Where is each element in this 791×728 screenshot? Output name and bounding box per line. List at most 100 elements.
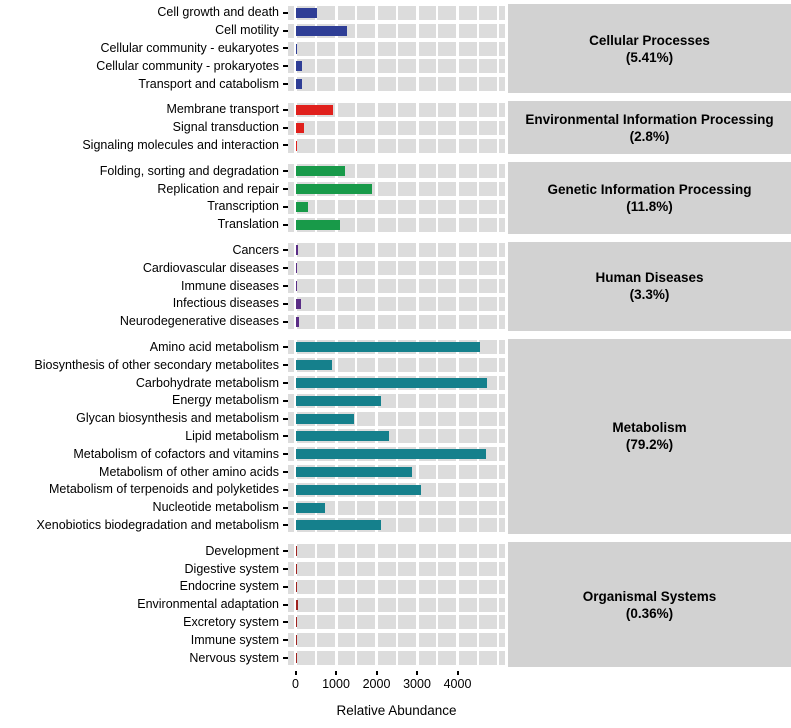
category-row: Signaling molecules and interaction bbox=[0, 137, 288, 155]
grid-line bbox=[355, 162, 358, 234]
grid-line bbox=[375, 542, 378, 667]
category-label: Excretory system bbox=[183, 614, 279, 629]
strip-percent: (11.8%) bbox=[626, 198, 673, 214]
bar bbox=[295, 581, 298, 592]
category-label: Metabolism of other amino acids bbox=[99, 464, 279, 479]
grid-line bbox=[395, 241, 398, 331]
y-axis-tick bbox=[283, 144, 288, 147]
bar bbox=[295, 79, 302, 90]
facet-strip: Organismal Systems(0.36%) bbox=[508, 542, 791, 667]
y-axis-tick bbox=[283, 126, 288, 129]
grid-line bbox=[456, 241, 459, 331]
grid-line bbox=[456, 542, 459, 667]
y-axis-tick bbox=[283, 83, 288, 86]
plot-panel bbox=[288, 4, 505, 93]
bar bbox=[295, 467, 413, 478]
category-row: Nervous system bbox=[0, 649, 288, 667]
grid-line bbox=[436, 4, 439, 93]
category-label: Replication and repair bbox=[157, 181, 279, 196]
category-label: Cellular community - eukaryotes bbox=[100, 40, 279, 55]
category-label: Cellular community - prokaryotes bbox=[96, 58, 279, 73]
grid-line bbox=[456, 4, 459, 93]
category-label: Cardiovascular diseases bbox=[142, 260, 279, 275]
category-row: Folding, sorting and degradation bbox=[0, 162, 288, 180]
y-axis-tick bbox=[283, 568, 288, 571]
grid-line bbox=[476, 101, 479, 155]
bar bbox=[295, 564, 297, 575]
category-label: Carbohydrate metabolism bbox=[135, 375, 279, 390]
category-label: Biosynthesis of other secondary metaboli… bbox=[34, 357, 279, 372]
x-axis-tick-label: 2000 bbox=[362, 677, 391, 691]
y-axis-tick bbox=[283, 621, 288, 624]
category-label: Immune system bbox=[190, 632, 279, 647]
y-axis-tick bbox=[283, 585, 288, 588]
category-label: Energy metabolism bbox=[172, 393, 279, 408]
bar bbox=[295, 316, 299, 327]
facet-strip: Cellular Processes(5.41%) bbox=[508, 4, 791, 93]
strip-title: Organismal Systems bbox=[582, 588, 717, 604]
plot-panel bbox=[288, 338, 505, 535]
y-axis-tick bbox=[283, 11, 288, 14]
category-label: Infectious diseases bbox=[172, 296, 279, 311]
category-label: Glycan biosynthesis and metabolism bbox=[76, 411, 279, 426]
category-label: Cancers bbox=[232, 242, 279, 257]
category-label: Amino acid metabolism bbox=[149, 339, 279, 354]
x-axis-tick-label: 4000 bbox=[443, 677, 472, 691]
bar bbox=[295, 431, 389, 442]
y-axis-tick bbox=[283, 435, 288, 438]
grid-line bbox=[456, 162, 459, 234]
grid-line bbox=[395, 542, 398, 667]
category-label: Environmental adaptation bbox=[137, 597, 279, 612]
y-axis-tick bbox=[283, 267, 288, 270]
facet-strip: Environmental Information Processing(2.8… bbox=[508, 101, 791, 155]
category-row: Cellular community - prokaryotes bbox=[0, 57, 288, 75]
grid-line bbox=[355, 101, 358, 155]
bar bbox=[295, 263, 298, 274]
strip-title: Human Diseases bbox=[595, 270, 704, 286]
x-axis-tick-label: 3000 bbox=[403, 677, 431, 691]
bar bbox=[295, 520, 382, 531]
category-row: Cancers bbox=[0, 242, 288, 260]
strip-percent: (3.3%) bbox=[629, 287, 670, 303]
y-axis-tick bbox=[283, 302, 288, 305]
x-axis-tick bbox=[375, 671, 378, 675]
grid-line bbox=[415, 4, 419, 93]
grid-line bbox=[334, 4, 338, 93]
category-row: Xenobiotics biodegradation and metabolis… bbox=[0, 517, 288, 535]
bar bbox=[295, 378, 487, 389]
grid-line bbox=[355, 542, 358, 667]
category-row: Signal transduction bbox=[0, 119, 288, 137]
bar bbox=[295, 61, 302, 72]
y-axis-tick bbox=[283, 639, 288, 642]
grid-line bbox=[395, 101, 398, 155]
grid-line bbox=[415, 162, 419, 234]
category-row: Amino acid metabolism bbox=[0, 339, 288, 357]
grid-line bbox=[375, 241, 378, 331]
category-label: Digestive system bbox=[184, 561, 279, 576]
plot-panel bbox=[288, 542, 505, 667]
category-row: Nucleotide metabolism bbox=[0, 499, 288, 517]
category-row: Infectious diseases bbox=[0, 295, 288, 313]
grid-line bbox=[415, 542, 419, 667]
category-label: Endocrine system bbox=[179, 579, 279, 594]
bar bbox=[295, 342, 480, 353]
bar bbox=[295, 43, 297, 54]
category-row: Cell growth and death bbox=[0, 4, 288, 22]
y-axis-tick bbox=[283, 657, 288, 660]
grid-line bbox=[314, 241, 317, 331]
grid-line bbox=[415, 338, 419, 535]
y-axis-tick bbox=[283, 382, 288, 385]
y-axis-tick bbox=[283, 249, 288, 252]
grid-line bbox=[355, 241, 358, 331]
y-axis-tick bbox=[283, 399, 288, 402]
category-label: Nervous system bbox=[189, 650, 279, 665]
grid-line bbox=[456, 338, 459, 535]
y-axis-tick bbox=[283, 550, 288, 553]
category-label: Neurodegenerative diseases bbox=[119, 314, 279, 329]
